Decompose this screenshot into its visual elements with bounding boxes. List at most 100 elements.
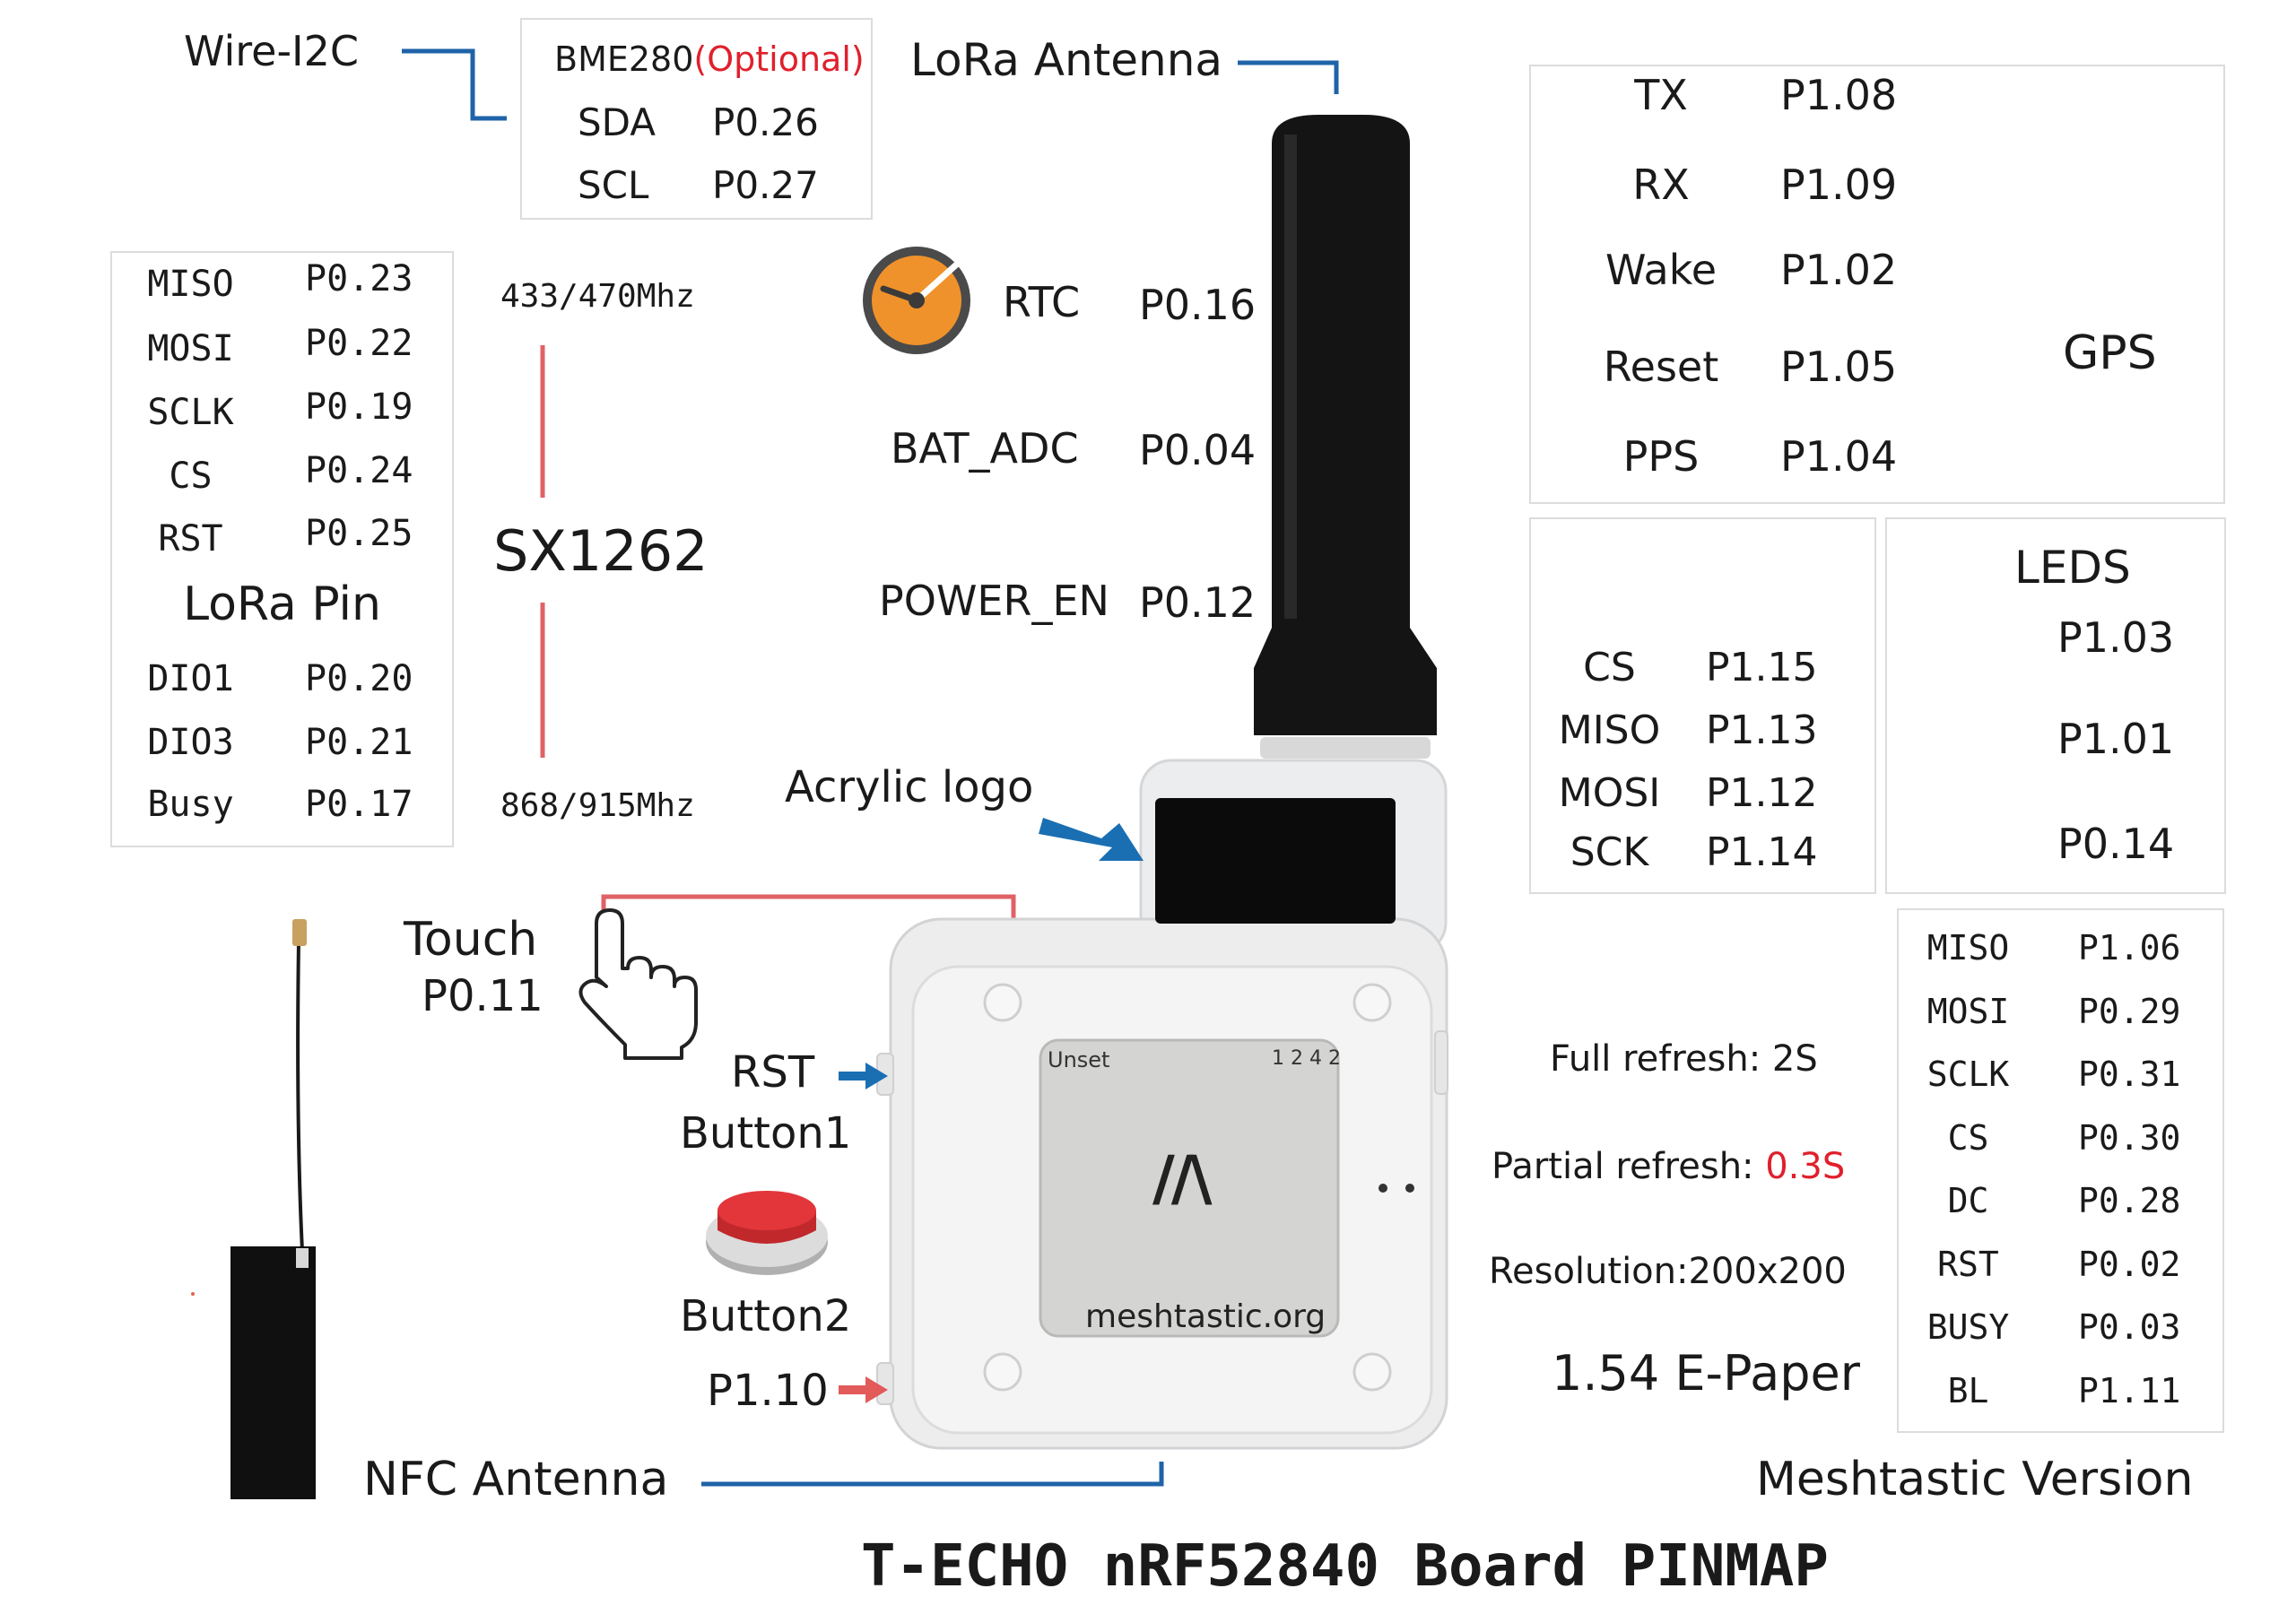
flash-pin-name: MISO bbox=[1558, 707, 1661, 753]
gps-pin-name: Reset bbox=[1603, 343, 1719, 391]
power-en-pin: P0.12 bbox=[1139, 578, 1257, 627]
i2c-sda-name: SDA bbox=[578, 100, 656, 144]
lora-pin-value: P0.20 bbox=[305, 658, 413, 699]
rtc-label: RTC bbox=[1003, 278, 1081, 326]
epaper-pin-value: P0.31 bbox=[2078, 1055, 2181, 1094]
wire-i2c-label: Wire-I2C bbox=[184, 27, 360, 75]
touch-label: Touch bbox=[404, 913, 538, 967]
lora-pin-name: Busy bbox=[147, 784, 234, 825]
button2-pin: P1.10 bbox=[707, 1366, 829, 1416]
epaper-pin-value: P1.06 bbox=[2078, 928, 2181, 968]
flash-pin-value: P1.15 bbox=[1706, 645, 1818, 690]
freq-top-label: 433/470Mhz bbox=[500, 278, 695, 315]
i2c-scl-pin: P0.27 bbox=[712, 163, 819, 207]
lora-pin-label: LoRa Pin bbox=[183, 577, 381, 631]
epaper-pin-name: BL bbox=[1947, 1370, 1989, 1410]
wire-i2c-connector bbox=[402, 48, 507, 121]
epaper-size-label: 1.54 E-Paper bbox=[1552, 1345, 1860, 1402]
leds-box: LEDS P1.03 P1.01 P0.14 bbox=[1885, 517, 2226, 894]
rst-label: RST bbox=[731, 1047, 815, 1098]
device-body bbox=[876, 759, 1448, 1450]
lora-pin-name: RST bbox=[158, 518, 223, 560]
gps-pin-value: P1.05 bbox=[1780, 343, 1898, 391]
lora-pin-name: MISO bbox=[147, 264, 234, 305]
screen-status-left: Unset bbox=[1048, 1047, 1110, 1072]
epaper-pin-value: P0.03 bbox=[2078, 1307, 2181, 1347]
screen-status-right: 1 2 4 2 bbox=[1272, 1047, 1341, 1070]
bme280-optional: (Optional) bbox=[693, 39, 865, 79]
i2c-sda-pin: P0.26 bbox=[712, 100, 819, 144]
p110-arrow bbox=[839, 1376, 888, 1403]
epaper-pin-name: MOSI bbox=[1926, 991, 2010, 1031]
gps-pin-name: RX bbox=[1632, 161, 1690, 209]
acrylic-logo-label: Acrylic logo bbox=[785, 762, 1034, 812]
lora-pin-name: CS bbox=[169, 456, 213, 497]
screen-url: meshtastic.org bbox=[1085, 1298, 1326, 1335]
full-refresh-label: Full refresh: 2S bbox=[1550, 1038, 1818, 1080]
gps-pin-value: P1.09 bbox=[1780, 161, 1898, 209]
button2-label: Button2 bbox=[680, 1291, 852, 1341]
rst-arrow bbox=[839, 1063, 888, 1089]
bat-adc-pin: P0.04 bbox=[1139, 426, 1257, 474]
lora-pin-value: P0.23 bbox=[305, 258, 413, 299]
lora-pin-name: MOSI bbox=[147, 328, 234, 369]
partial-refresh-row: Partial refresh: 0.3S bbox=[1492, 1146, 1845, 1187]
freq-bottom-label: 868/915Mhz bbox=[500, 787, 695, 824]
sx1262-label: SX1262 bbox=[493, 518, 709, 584]
page-title: T-ECHO nRF52840 Board PINMAP bbox=[861, 1533, 1829, 1600]
epaper-pin-value: P0.29 bbox=[2078, 991, 2181, 1031]
epaper-pin-name: BUSY bbox=[1926, 1307, 2010, 1347]
epaper-pin-name: DC bbox=[1947, 1181, 1989, 1220]
epaper-pin-name: RST bbox=[1937, 1244, 1999, 1284]
lora-pin-name: DIO1 bbox=[147, 658, 234, 699]
flash-pin-name: CS bbox=[1583, 645, 1636, 690]
epaper-pin-value: P1.11 bbox=[2078, 1370, 2181, 1410]
lora-pin-value: P0.22 bbox=[305, 323, 413, 364]
rtc-pin: P0.16 bbox=[1139, 281, 1257, 329]
touch-connector bbox=[601, 894, 1016, 922]
touch-hand-icon bbox=[578, 908, 698, 1060]
epaper-pin-name: MISO bbox=[1926, 928, 2010, 968]
led-blue-pin: P0.14 bbox=[2057, 820, 2175, 868]
clock-icon bbox=[863, 247, 970, 354]
nfc-antenna-connector bbox=[701, 1462, 1164, 1487]
meshtastic-version-label: Meshtastic Version bbox=[1756, 1453, 2194, 1506]
epaper-pin-value: P0.30 bbox=[2078, 1117, 2181, 1158]
flash-pin-value: P1.14 bbox=[1706, 829, 1818, 875]
gps-pin-name: Wake bbox=[1605, 246, 1718, 294]
button2-graphic bbox=[706, 1191, 828, 1275]
gps-pin-value: P1.04 bbox=[1780, 432, 1898, 481]
gps-pin-value: P1.08 bbox=[1780, 71, 1898, 119]
button1-label: Button1 bbox=[680, 1108, 852, 1159]
lora-pin-value: P0.24 bbox=[305, 450, 413, 491]
partial-refresh-label: Partial refresh: bbox=[1492, 1146, 1766, 1187]
touch-pin: P0.11 bbox=[422, 971, 544, 1021]
lora-pin-value: P0.19 bbox=[305, 386, 413, 428]
power-en-label: POWER_EN bbox=[879, 577, 1109, 625]
flash-label: Flash bbox=[1620, 560, 1745, 608]
led-green-pin: P1.01 bbox=[2057, 715, 2175, 763]
bat-adc-label: BAT_ADC bbox=[891, 424, 1079, 473]
flash-pin-value: P1.12 bbox=[1706, 770, 1818, 816]
led-red-pin: P1.03 bbox=[2057, 613, 2175, 662]
bme280-header: BME280(Optional) bbox=[554, 39, 865, 79]
flash-pin-name: MOSI bbox=[1558, 770, 1661, 816]
lora-pin-name: SCLK bbox=[147, 392, 234, 433]
lora-pin-value: P0.21 bbox=[305, 722, 413, 763]
flash-pin-name: SCK bbox=[1570, 829, 1649, 875]
resolution-label: Resolution:200x200 bbox=[1489, 1251, 1847, 1292]
bme280-label: BME280 bbox=[554, 39, 694, 79]
acrylic-logo-arrow bbox=[1039, 818, 1144, 861]
gps-pin-name: PPS bbox=[1622, 432, 1700, 481]
leds-label: LEDS bbox=[2014, 542, 2131, 594]
gps-pin-value: P1.02 bbox=[1780, 246, 1898, 294]
epaper-pin-value: P0.02 bbox=[2078, 1244, 2181, 1284]
epaper-pin-value: P0.28 bbox=[2078, 1181, 2181, 1220]
lora-pin-value: P0.25 bbox=[305, 513, 413, 554]
nfc-antenna-label: NFC Antenna bbox=[363, 1453, 669, 1506]
screen-logo: //\ bbox=[1152, 1143, 1212, 1214]
lora-antenna-connector bbox=[1238, 60, 1339, 94]
